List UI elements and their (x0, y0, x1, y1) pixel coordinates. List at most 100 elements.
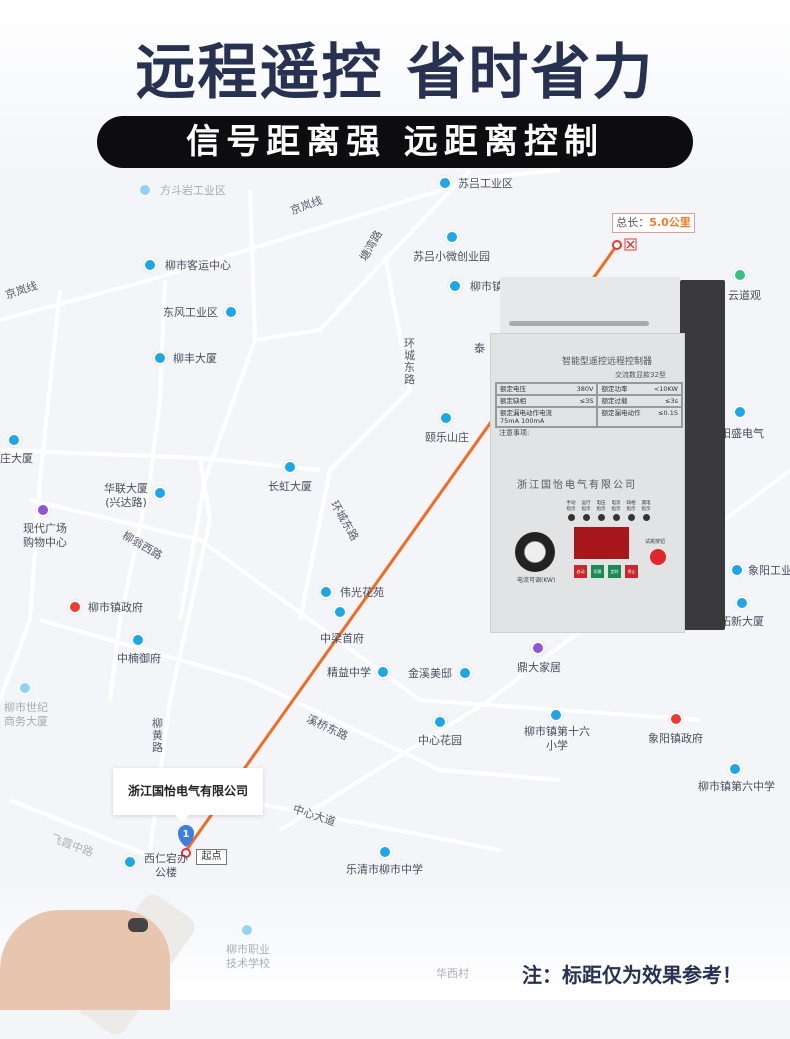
poi-label[interactable]: 中梁首府 (320, 632, 364, 645)
poi-label[interactable]: 庄大厦 (0, 452, 33, 465)
poi-marker-icon[interactable] (376, 665, 390, 679)
poi-marker-icon[interactable] (549, 708, 563, 722)
poi-marker-icon[interactable] (733, 268, 747, 282)
control-button[interactable]: 停止 (625, 565, 638, 578)
poi-label[interactable]: 柳市镇政府 (88, 601, 143, 614)
device-title: 智能型遥控远程控制器 (562, 357, 653, 367)
poi-marker-icon[interactable] (531, 641, 545, 655)
route-total-length: 总长：5.0公里 (612, 213, 695, 233)
poi-marker-icon[interactable] (378, 845, 392, 859)
poi-label[interactable]: 象阳工业 (748, 564, 790, 577)
poi-label[interactable]: 柳市世纪商务大厦 (4, 701, 48, 728)
indicator-light: 缺相指示 (625, 501, 637, 522)
headline: 远程遥控 省时省力 (135, 38, 655, 108)
subheadline-banner: 信号距离强 远距离控制 (97, 116, 693, 168)
poi-marker-icon[interactable] (733, 405, 747, 419)
poi-marker-icon[interactable] (458, 666, 472, 680)
poi-marker-icon[interactable] (438, 176, 452, 190)
test-button[interactable] (650, 549, 666, 565)
poi-marker-icon[interactable] (433, 715, 447, 729)
spec-value: ≤3s (665, 397, 678, 405)
poi-label[interactable]: 云道观 (728, 289, 761, 302)
poi-marker-icon[interactable] (138, 183, 152, 197)
poi-label[interactable]: 柳市镇 (470, 280, 503, 293)
spec-value: <10KW (653, 385, 678, 393)
poi-marker-icon[interactable] (18, 681, 32, 695)
poi-label[interactable]: 中楠御府 (117, 652, 161, 665)
poi-label[interactable]: 华西村 (436, 967, 469, 980)
poi-marker-icon[interactable] (730, 563, 744, 577)
poi-label[interactable]: 长虹大厦 (268, 480, 312, 493)
poi-label[interactable]: 颐乐山庄 (425, 431, 469, 444)
poi-label[interactable]: 现代广场购物中心 (23, 522, 67, 549)
indicator-label: 电压指示 (596, 501, 606, 512)
poi-marker-icon[interactable] (439, 411, 453, 425)
knob[interactable] (515, 532, 555, 572)
poi-marker-icon[interactable] (669, 712, 683, 726)
poi-label[interactable]: 阳盛电气 (720, 427, 764, 440)
poi-marker-icon[interactable] (153, 486, 167, 500)
indicator-light: 运行指示 (580, 501, 592, 522)
indicator-light: 电流指示 (610, 501, 622, 522)
poi-label[interactable]: 柳市镇第十六小学 (524, 725, 590, 752)
start-pin-icon (178, 825, 194, 847)
spec-name: 额定电压 (500, 385, 526, 393)
poi-marker-icon[interactable] (123, 855, 137, 869)
indicator-label: 缺相指示 (626, 501, 636, 512)
poi-label[interactable]: 柳丰大厦 (173, 352, 217, 365)
poi-marker-icon[interactable] (143, 258, 157, 272)
poi-label[interactable]: 伟光花苑 (340, 586, 384, 599)
poi-marker-icon[interactable] (333, 605, 347, 619)
total-label: 总长： (616, 216, 650, 229)
poi-marker-icon[interactable] (68, 600, 82, 614)
poi-label[interactable]: 苏吕小微创业园 (413, 250, 490, 263)
poi-marker-icon[interactable] (36, 503, 50, 517)
poi-marker-icon[interactable] (728, 762, 742, 776)
poi-label[interactable]: 精益中学 (327, 666, 371, 679)
poi-label[interactable]: 拓新大厦 (720, 615, 764, 628)
indicator-label: 手动指示 (566, 501, 576, 512)
poi-label[interactable]: 象阳镇政府 (648, 732, 703, 745)
test-label: 试跳按钮 (645, 539, 666, 545)
poi-label[interactable]: 西仁宕办公楼 (144, 852, 188, 879)
poi-marker-icon[interactable] (735, 596, 749, 610)
spec-value: ≤3S (579, 397, 594, 405)
poi-label[interactable]: 泰 (474, 342, 485, 355)
poi-label[interactable]: 柳市客运中心 (165, 259, 231, 272)
poi-marker-icon[interactable] (283, 460, 297, 474)
poi-marker-icon[interactable] (448, 279, 462, 293)
control-button[interactable]: 启动 (574, 565, 587, 578)
poi-label[interactable]: 东风工业区 (163, 306, 218, 319)
poi-label[interactable]: 柳市职业技术学校 (226, 943, 270, 970)
poi-marker-icon[interactable] (7, 433, 21, 447)
route-start-marker (181, 848, 191, 858)
indicator-light: 漏电指示 (640, 501, 652, 522)
control-button[interactable]: 定时 (608, 565, 621, 578)
poi-marker-icon[interactable] (445, 230, 459, 244)
poi-label[interactable]: 中心花园 (418, 734, 462, 747)
poi-label[interactable]: 金溪美邸 (408, 667, 452, 680)
poi-marker-icon[interactable] (319, 585, 333, 599)
antenna (509, 321, 649, 326)
remote-hand (0, 890, 210, 1039)
control-button[interactable]: 切换 (591, 565, 604, 578)
poi-label[interactable]: 华联大厦(兴达路) (104, 482, 148, 509)
poi-marker-icon[interactable] (224, 305, 238, 319)
spec-cell: 额定漏电动作≤0.1S (597, 407, 682, 427)
indicator-label: 漏电指示 (641, 501, 651, 512)
poi-marker-icon[interactable] (131, 633, 145, 647)
poi-label[interactable]: 鼎大家居 (517, 661, 561, 674)
spec-value: 380V (576, 385, 594, 393)
led-display (574, 527, 629, 559)
spec-value: ≤0.1S (658, 409, 678, 417)
poi-label[interactable]: 苏吕工业区 (458, 177, 513, 190)
poi-label[interactable]: 方斗岩工业区 (160, 184, 226, 197)
poi-label[interactable]: 乐清市柳市中学 (346, 863, 423, 876)
route-end-marker (612, 240, 622, 250)
indicator-light: 手动指示 (565, 501, 577, 522)
spec-name: 额定功率 (601, 385, 628, 393)
poi-marker-icon[interactable] (240, 923, 254, 937)
poi-marker-icon[interactable] (153, 351, 167, 365)
poi-label[interactable]: 柳市镇第六中学 (698, 780, 775, 793)
